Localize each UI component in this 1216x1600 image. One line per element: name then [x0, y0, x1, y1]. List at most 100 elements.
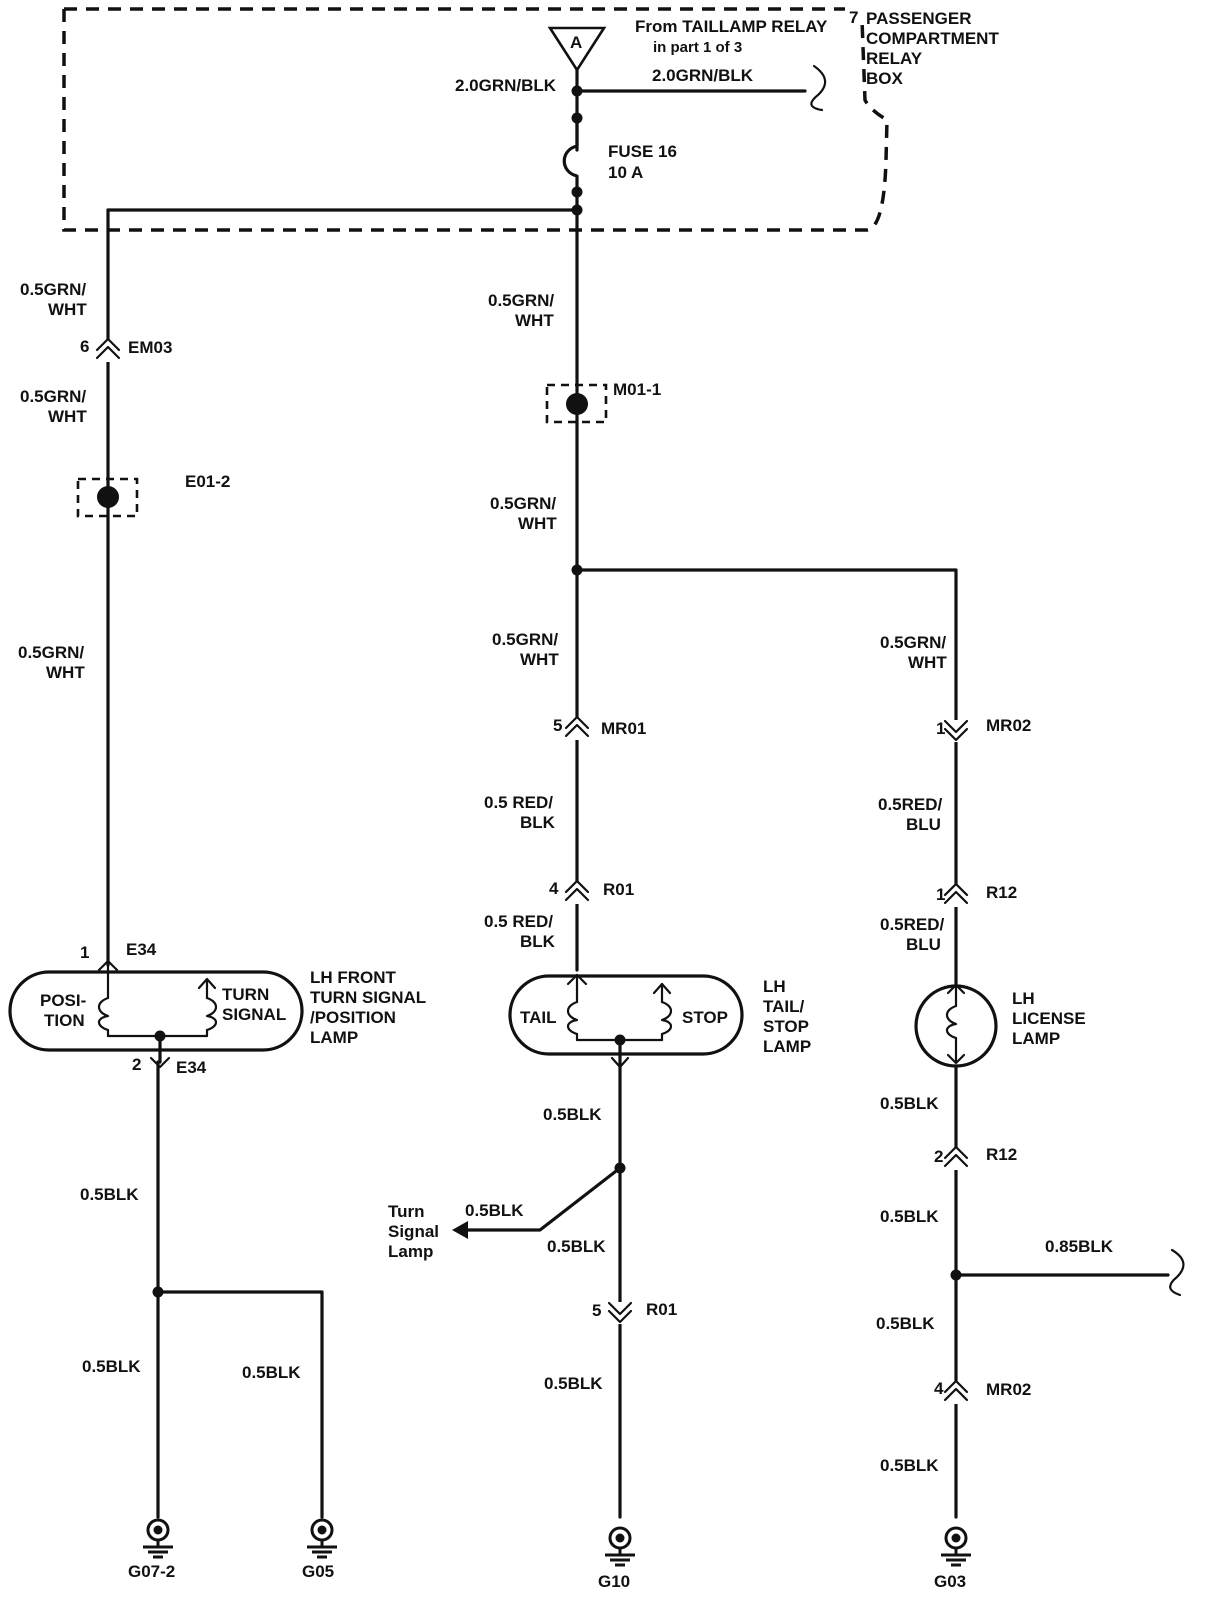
wire-break-icon — [810, 64, 827, 112]
wire-label: 0.5GRN/ — [18, 643, 84, 662]
connector-pin: 4 — [934, 1379, 944, 1398]
relay-box-label-4: BOX — [866, 69, 904, 88]
lamp-title: LAMP — [763, 1037, 811, 1056]
wire-to-g05 — [156, 1290, 324, 1519]
connector-e01-box — [76, 477, 139, 518]
lamp-title: LAMP — [1012, 1029, 1060, 1048]
lamp-title: LH — [1012, 989, 1035, 1008]
ground-icon — [603, 1526, 637, 1567]
wire-label: WHT — [518, 514, 557, 533]
turn-signal-label: Turn — [388, 1202, 425, 1221]
lamp-title: /POSITION — [310, 1008, 396, 1027]
source-triangle-icon — [547, 26, 607, 73]
wire-label: 0.5RED/ — [878, 795, 943, 814]
fuse-icon — [562, 116, 579, 192]
lamp-element-label: STOP — [682, 1008, 728, 1027]
lamp-element-label: SIGNAL — [222, 1005, 286, 1024]
connector-name: MR01 — [601, 719, 646, 738]
lamp-title: STOP — [763, 1017, 809, 1036]
connector-gap — [944, 1148, 968, 1170]
wire-label: BLU — [906, 935, 941, 954]
connector-e01-icon — [97, 486, 119, 508]
wire-label: 0.5BLK — [543, 1105, 602, 1124]
connector-name: EM03 — [128, 338, 172, 357]
connector-gap — [565, 718, 589, 740]
wire-label: 2.0GRN/BLK — [455, 76, 557, 95]
turn-signal-label: Signal — [388, 1222, 439, 1241]
wire-label: 0.5BLK — [544, 1374, 603, 1393]
fuse-rating: 10 A — [608, 163, 643, 182]
lamp-title: TAIL/ — [763, 997, 805, 1016]
relay-box-label-2: COMPARTMENT — [866, 29, 999, 48]
relay-box-number: 7 — [849, 8, 858, 27]
wire-label: 0.5BLK — [547, 1237, 606, 1256]
arrow-up-icon — [97, 959, 119, 972]
wire-label: 0.5GRN/ — [20, 280, 86, 299]
connector-pin: 4 — [549, 879, 559, 898]
front-lamp-filament-icon — [97, 963, 218, 1064]
lamp-title: LH FRONT — [310, 968, 397, 987]
wire-label: 0.5BLK — [880, 1207, 939, 1226]
wire-label: BLK — [520, 813, 556, 832]
wire-label: 0.5GRN/ — [880, 633, 946, 652]
source-marker: A — [570, 33, 582, 52]
lamp-element-label: POSI- — [40, 991, 86, 1010]
turn-signal-arrow-icon — [452, 1221, 468, 1239]
wire-label: WHT — [46, 663, 85, 682]
fuse-name: FUSE 16 — [608, 142, 677, 161]
ground-label: G03 — [934, 1572, 966, 1591]
tail-lamp-body — [508, 974, 744, 1056]
wire-label: 0.5BLK — [82, 1357, 141, 1376]
wire-label: BLU — [906, 815, 941, 834]
wire-label: 0.5 RED/ — [484, 912, 553, 931]
connector-pin: 1 — [936, 719, 945, 738]
wire-label: 2.0GRN/BLK — [652, 66, 754, 85]
relay-box — [62, 7, 889, 232]
connector-name: R12 — [986, 883, 1017, 902]
wire-label: WHT — [48, 407, 87, 426]
wire-label: 0.5BLK — [242, 1363, 301, 1382]
lamp-element-label: TION — [44, 1011, 85, 1030]
wire-label: WHT — [520, 650, 559, 669]
source-label-1: From TAILLAMP RELAY — [635, 17, 828, 36]
connector-pin: 2 — [934, 1147, 943, 1166]
lamp-title: TURN SIGNAL — [310, 988, 426, 1007]
connector-gap — [565, 882, 589, 904]
wire-label: 0.5GRN/ — [492, 630, 558, 649]
wire-label: 0.5BLK — [876, 1314, 935, 1333]
connector-name: E34 — [126, 940, 157, 959]
lamp-element-label: TAIL — [520, 1008, 557, 1027]
lamp-title: LH — [763, 977, 786, 996]
wire-label: 0.5BLK — [880, 1094, 939, 1113]
connector-pin: 1 — [936, 885, 945, 904]
wire-label: 0.5 RED/ — [484, 793, 553, 812]
splice-dot — [571, 85, 583, 97]
connector-name: R01 — [646, 1300, 677, 1319]
connector-pin: 5 — [553, 716, 562, 735]
ground-label: G05 — [302, 1562, 334, 1581]
wire-label: BLK — [520, 932, 556, 951]
wire-label: 0.5BLK — [465, 1201, 524, 1220]
connector-pin: 5 — [592, 1301, 601, 1320]
connector-name: E34 — [176, 1058, 207, 1077]
wire-branch-right — [575, 568, 958, 992]
source-label-2: in part 1 of 3 — [653, 39, 742, 56]
wire-label: 0.5BLK — [80, 1185, 139, 1204]
lamp-title: LICENSE — [1012, 1009, 1086, 1028]
license-lamp-filament-icon — [945, 983, 966, 1065]
ground-icon — [305, 1518, 339, 1559]
wire-label: 0.5BLK — [880, 1456, 939, 1475]
front-lamp-body — [8, 970, 304, 1052]
connector-name: R12 — [986, 1145, 1017, 1164]
wire-label: WHT — [515, 311, 554, 330]
lamp-element-label: TURN — [222, 985, 269, 1004]
wire-break-icon — [1169, 1248, 1185, 1297]
lamp-title: LAMP — [310, 1028, 358, 1047]
wire-label: WHT — [908, 653, 947, 672]
wire-label: 0.5GRN/ — [490, 494, 556, 513]
wire-label: 0.5RED/ — [880, 915, 945, 934]
wire-label: 0.5GRN/ — [20, 387, 86, 406]
ground-icon — [141, 1518, 175, 1559]
turn-signal-label: Lamp — [388, 1242, 433, 1261]
relay-box-label-3: RELAY — [866, 49, 923, 68]
